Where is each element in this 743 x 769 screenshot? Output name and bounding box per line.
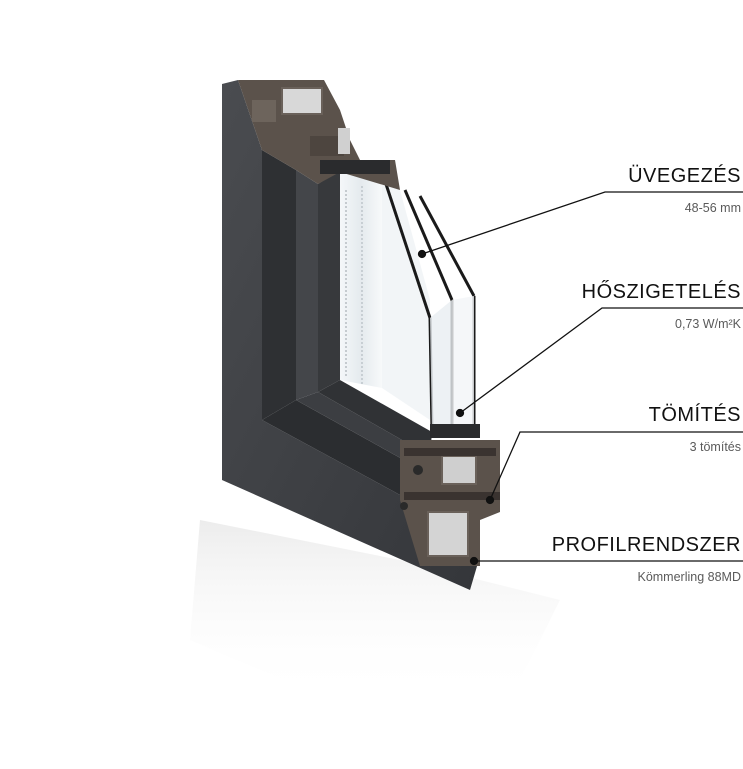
seal-value: 3 tömítés — [689, 440, 741, 454]
floor-shadow — [190, 520, 560, 700]
leader-lines — [417, 191, 743, 566]
profile-system-label: PROFILRENDSZER Kömmerling 88MD — [552, 534, 741, 584]
leader-glazing — [421, 191, 743, 255]
glazing-title: ÜVEGEZÉS — [628, 165, 741, 187]
insulation-value: 0,73 W/m²K — [675, 317, 741, 331]
leader-insulation — [459, 307, 743, 414]
seal-label: TÖMÍTÉS 3 tömítés — [649, 404, 741, 454]
top-profile-section — [222, 80, 400, 190]
leader-seal — [489, 431, 743, 501]
glazing-label: ÜVEGEZÉS 48-56 mm — [628, 165, 741, 215]
profile-system-title: PROFILRENDSZER — [551, 534, 741, 556]
profile-system-value: Kömmerling 88MD — [637, 570, 741, 584]
glazing-value: 48-56 mm — [684, 201, 741, 215]
insulation-title: HŐSZIGETELÉS — [581, 281, 741, 303]
sash — [318, 170, 432, 456]
seal-title: TÖMÍTÉS — [648, 404, 741, 426]
insulation-label: HŐSZIGETELÉS 0,73 W/m²K — [582, 281, 741, 331]
triple-glazing — [340, 172, 476, 433]
bottom-profile-section — [400, 424, 500, 566]
outer-frame — [222, 80, 480, 590]
